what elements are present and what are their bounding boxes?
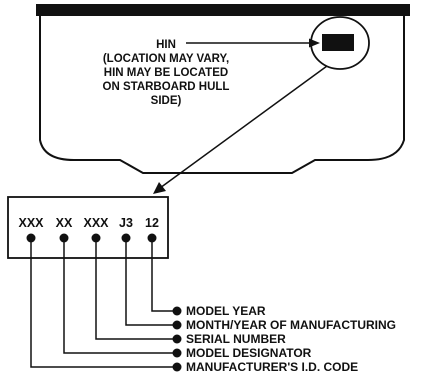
legend-model-designator: MODEL DESIGNATOR [186,346,312,360]
callout-line-5: SIDE) [151,95,182,107]
transom-top-bar [36,4,410,16]
code-model-designator: XX [56,216,73,230]
legend-dot-model-designator [172,348,182,358]
connector-manufacturer-id [30,238,173,368]
hin-location-callout: HIN (LOCATION MAY VARY, HIN MAY BE LOCAT… [103,39,230,107]
connector-lines [30,238,173,368]
callout-line-2: (LOCATION MAY VARY, [103,53,229,65]
legend-manufacturer-id: MANUFACTURER'S I.D. CODE [186,360,358,374]
code-model-year: 12 [145,216,159,230]
hull-outline [39,16,405,174]
leader-arrowhead [153,182,166,194]
code-month-year: J3 [119,216,133,230]
legend-dot-model-year [172,306,182,316]
legend-dot-month-year [172,320,182,330]
connector-model-designator [63,238,173,354]
callout-line-4: ON STARBOARD HULL [103,81,230,93]
callout-line-1: HIN [156,39,176,51]
legend-serial-number: SERIAL NUMBER [186,332,286,346]
hin-plate [322,34,354,51]
legend: MODEL YEAR MONTH/YEAR OF MANUFACTURING S… [186,304,396,374]
hin-code-box [7,196,169,259]
hin-codes: XXX XX XXX J3 12 [18,216,159,230]
hin-location-circle [310,16,370,70]
connector-model-year [151,238,173,312]
legend-model-year: MODEL YEAR [186,304,266,318]
connector-month-year [125,238,173,326]
code-manufacturer-id: XXX [18,216,44,230]
legend-month-year: MONTH/YEAR OF MANUFACTURING [186,318,396,332]
legend-dot-serial-number [172,334,182,344]
legend-dot-manufacturer-id [172,362,182,372]
connector-serial-number [95,238,173,340]
code-serial-number: XXX [83,216,109,230]
callout-line-3: HIN MAY BE LOCATED [104,67,228,79]
leader-line [159,65,328,189]
